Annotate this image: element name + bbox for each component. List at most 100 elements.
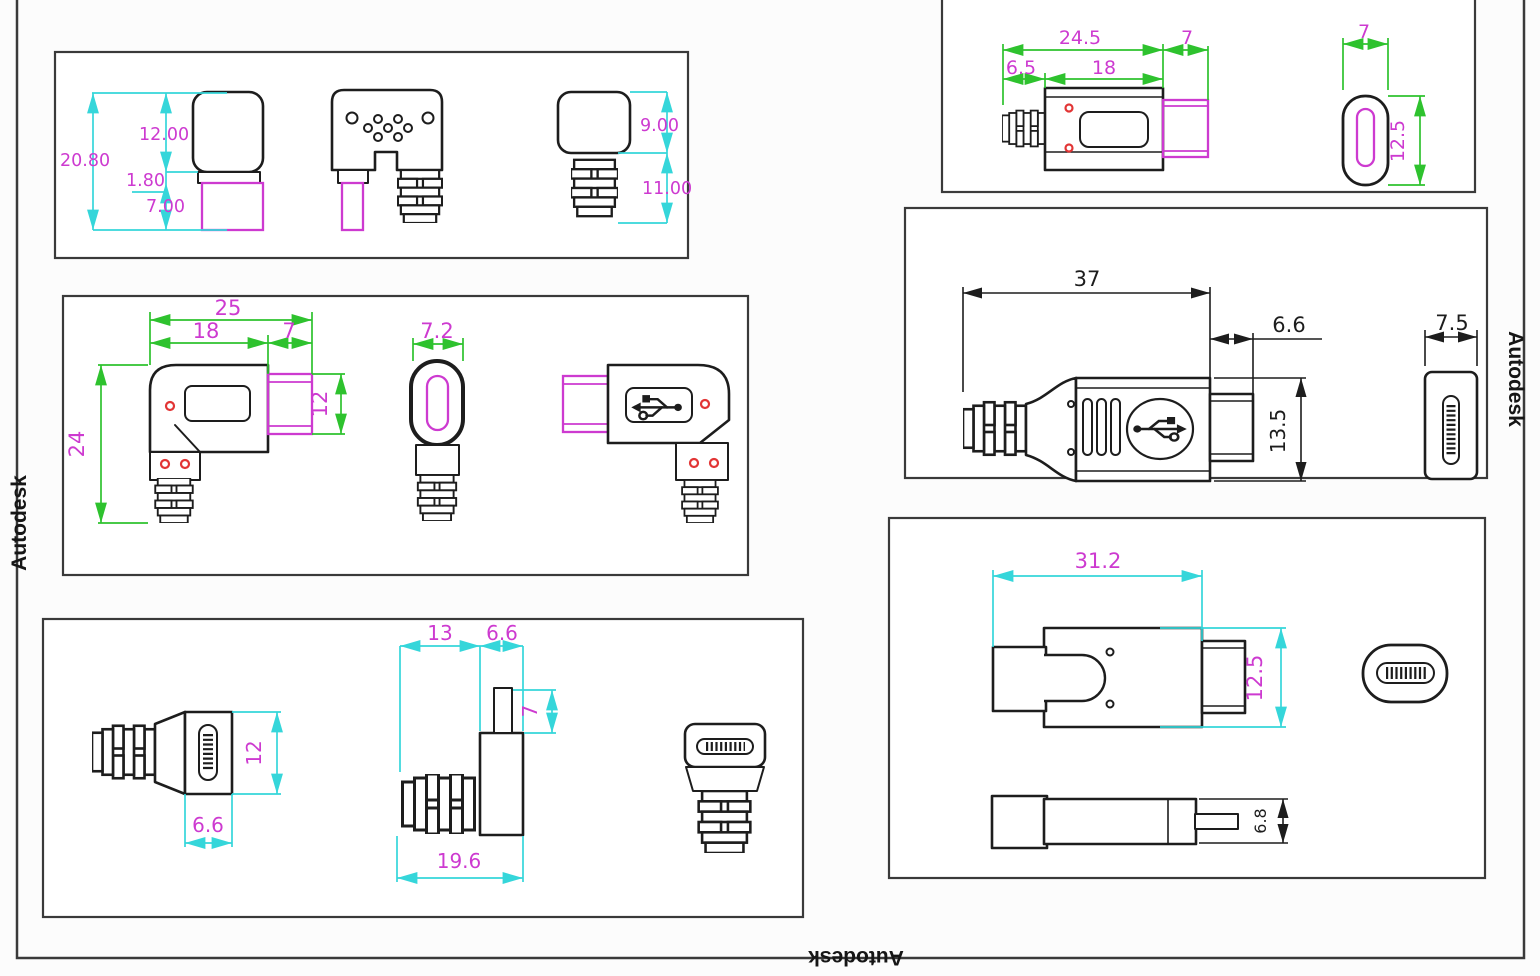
label-window xyxy=(1079,111,1149,148)
dim-label-cap-height: 9.00 xyxy=(640,116,679,136)
dim-label-plug-height: 7.00 xyxy=(146,197,185,217)
view-side: 6.8 xyxy=(990,794,1289,850)
leg xyxy=(149,451,201,481)
connector-body xyxy=(478,731,525,837)
strain-relief xyxy=(680,480,720,523)
neck-taper xyxy=(685,766,765,792)
pin-contacts-icon xyxy=(1376,662,1435,684)
panel-bottom-right: 31.2 12.5 6.8 xyxy=(887,516,1487,880)
cable-boot xyxy=(991,645,1048,713)
strain-relief xyxy=(1002,109,1045,148)
pin-marker xyxy=(164,400,176,412)
connector-neck xyxy=(197,171,261,184)
dim-label-tip-width: 6.6 xyxy=(1272,313,1305,337)
label-window xyxy=(184,385,251,422)
dim-label-plug-height: 12 xyxy=(308,391,332,418)
connector-cap xyxy=(556,90,632,155)
rivet-hole xyxy=(1067,448,1075,456)
plug-shell xyxy=(1161,98,1210,159)
dim-label-body-height: 13.5 xyxy=(1266,409,1290,454)
view-side xyxy=(1002,86,1210,172)
pin-marker xyxy=(708,457,720,469)
dim-label-overall-width: 25 xyxy=(215,296,242,320)
dimensions-view-a: 24.5 7 6.5 18 xyxy=(1002,27,1209,105)
connector-body xyxy=(1042,797,1198,846)
pin-contacts-icon xyxy=(198,724,218,781)
dimensions-view-a: 25 18 7 24 12 xyxy=(65,296,347,524)
dim-label-front-width: 7.2 xyxy=(420,319,453,343)
dim-label-boot-width: 6.5 xyxy=(1006,57,1036,79)
strain-relief xyxy=(397,170,443,223)
pin-marker xyxy=(1064,103,1074,113)
leg xyxy=(675,442,729,481)
dim-label-stem-width: 6.6 xyxy=(486,621,518,645)
dim-label-body-width: 13 xyxy=(427,621,452,645)
dim-label-overall-width: 37 xyxy=(1074,267,1101,291)
boot-taper xyxy=(153,710,187,796)
view-front-face xyxy=(330,88,444,232)
strain-relief xyxy=(92,723,155,781)
view-front-oval xyxy=(1361,643,1449,704)
view-side xyxy=(963,376,1255,483)
cable-boot xyxy=(990,794,1049,850)
connector-body xyxy=(191,90,265,174)
view-right-angle-right xyxy=(561,363,731,523)
rivet-hole xyxy=(1067,400,1075,408)
view-front xyxy=(683,722,767,853)
vent-holes xyxy=(363,114,413,142)
stem-neck xyxy=(415,444,460,476)
watermark-left: Autodesk xyxy=(8,475,31,571)
view-straight-side: 12 6.6 xyxy=(92,710,283,849)
oval-shell xyxy=(409,359,465,447)
dim-label-plug-width: 7 xyxy=(1181,27,1193,49)
dimensions-right: 9.00 11.00 xyxy=(618,91,692,224)
view-side-elevation xyxy=(191,90,265,232)
pin-marker xyxy=(1064,143,1074,153)
dimensions-left: 20.80 12.00 1.80 7.00 xyxy=(60,92,227,231)
dim-label-front-height: 12.5 xyxy=(1387,120,1409,162)
plug-tip xyxy=(1200,639,1247,715)
view-right-angle-side: 13 6.6 7 19.6 xyxy=(396,621,558,884)
panel-bottom-left: 12 6.6 13 6.6 7 19.6 xyxy=(41,617,805,919)
plug-shell xyxy=(266,372,314,436)
dim-label-stem-height: 7 xyxy=(518,705,542,718)
plug-slot xyxy=(1355,107,1376,168)
u-notch xyxy=(1044,653,1107,703)
pin-marker xyxy=(159,458,171,470)
dim-label-neck-height: 1.80 xyxy=(126,171,165,191)
panel-middle-right: 37 6.6 13.5 7.5 xyxy=(903,206,1489,483)
dim-label-overall-height: 20.80 xyxy=(60,151,110,171)
plug-stem xyxy=(340,181,365,232)
plug-stem xyxy=(493,687,513,734)
panel-top-right: 24.5 7 6.5 18 7 12.5 xyxy=(940,0,1477,194)
strain-relief xyxy=(571,158,618,218)
view-front-oval: 7 12.5 xyxy=(1341,21,1426,187)
dim-label-body-height: 12.00 xyxy=(139,125,189,145)
dim-label-body-width: 18 xyxy=(193,319,220,343)
dim-label-side-height: 6.8 xyxy=(1251,808,1270,833)
dimensions-view-a: 37 6.6 13.5 xyxy=(962,267,1322,482)
panel-top-left: 20.80 12.00 1.80 7.00 xyxy=(53,50,692,260)
sheet-border xyxy=(15,0,1526,960)
view-top-plan xyxy=(991,626,1247,729)
dim-label-body-height: 12.5 xyxy=(1243,655,1267,702)
dimensions-view-a: 31.2 12.5 xyxy=(992,549,1287,728)
rivet-hole xyxy=(1105,699,1115,709)
view-front: 7.5 xyxy=(1423,311,1479,481)
dimensions-view-b: 13 6.6 7 19.6 xyxy=(396,621,558,884)
screw-hole xyxy=(421,111,435,125)
screw-hole xyxy=(345,111,359,125)
grip-slots xyxy=(1082,398,1121,456)
dim-label-boot-height: 11.00 xyxy=(642,179,692,199)
dim-label-front-width: 7.5 xyxy=(1435,311,1468,335)
pin-contacts-icon xyxy=(696,738,754,755)
dim-label-front-width: 7 xyxy=(1358,21,1370,43)
strain-relief xyxy=(696,791,753,853)
pin-marker xyxy=(688,457,700,469)
plug-slot xyxy=(425,374,450,432)
pin-contacts-icon xyxy=(1442,395,1460,465)
pin-marker xyxy=(699,398,711,410)
strain-relief xyxy=(963,400,1026,457)
dim-label-overall-width: 31.2 xyxy=(1075,549,1122,573)
